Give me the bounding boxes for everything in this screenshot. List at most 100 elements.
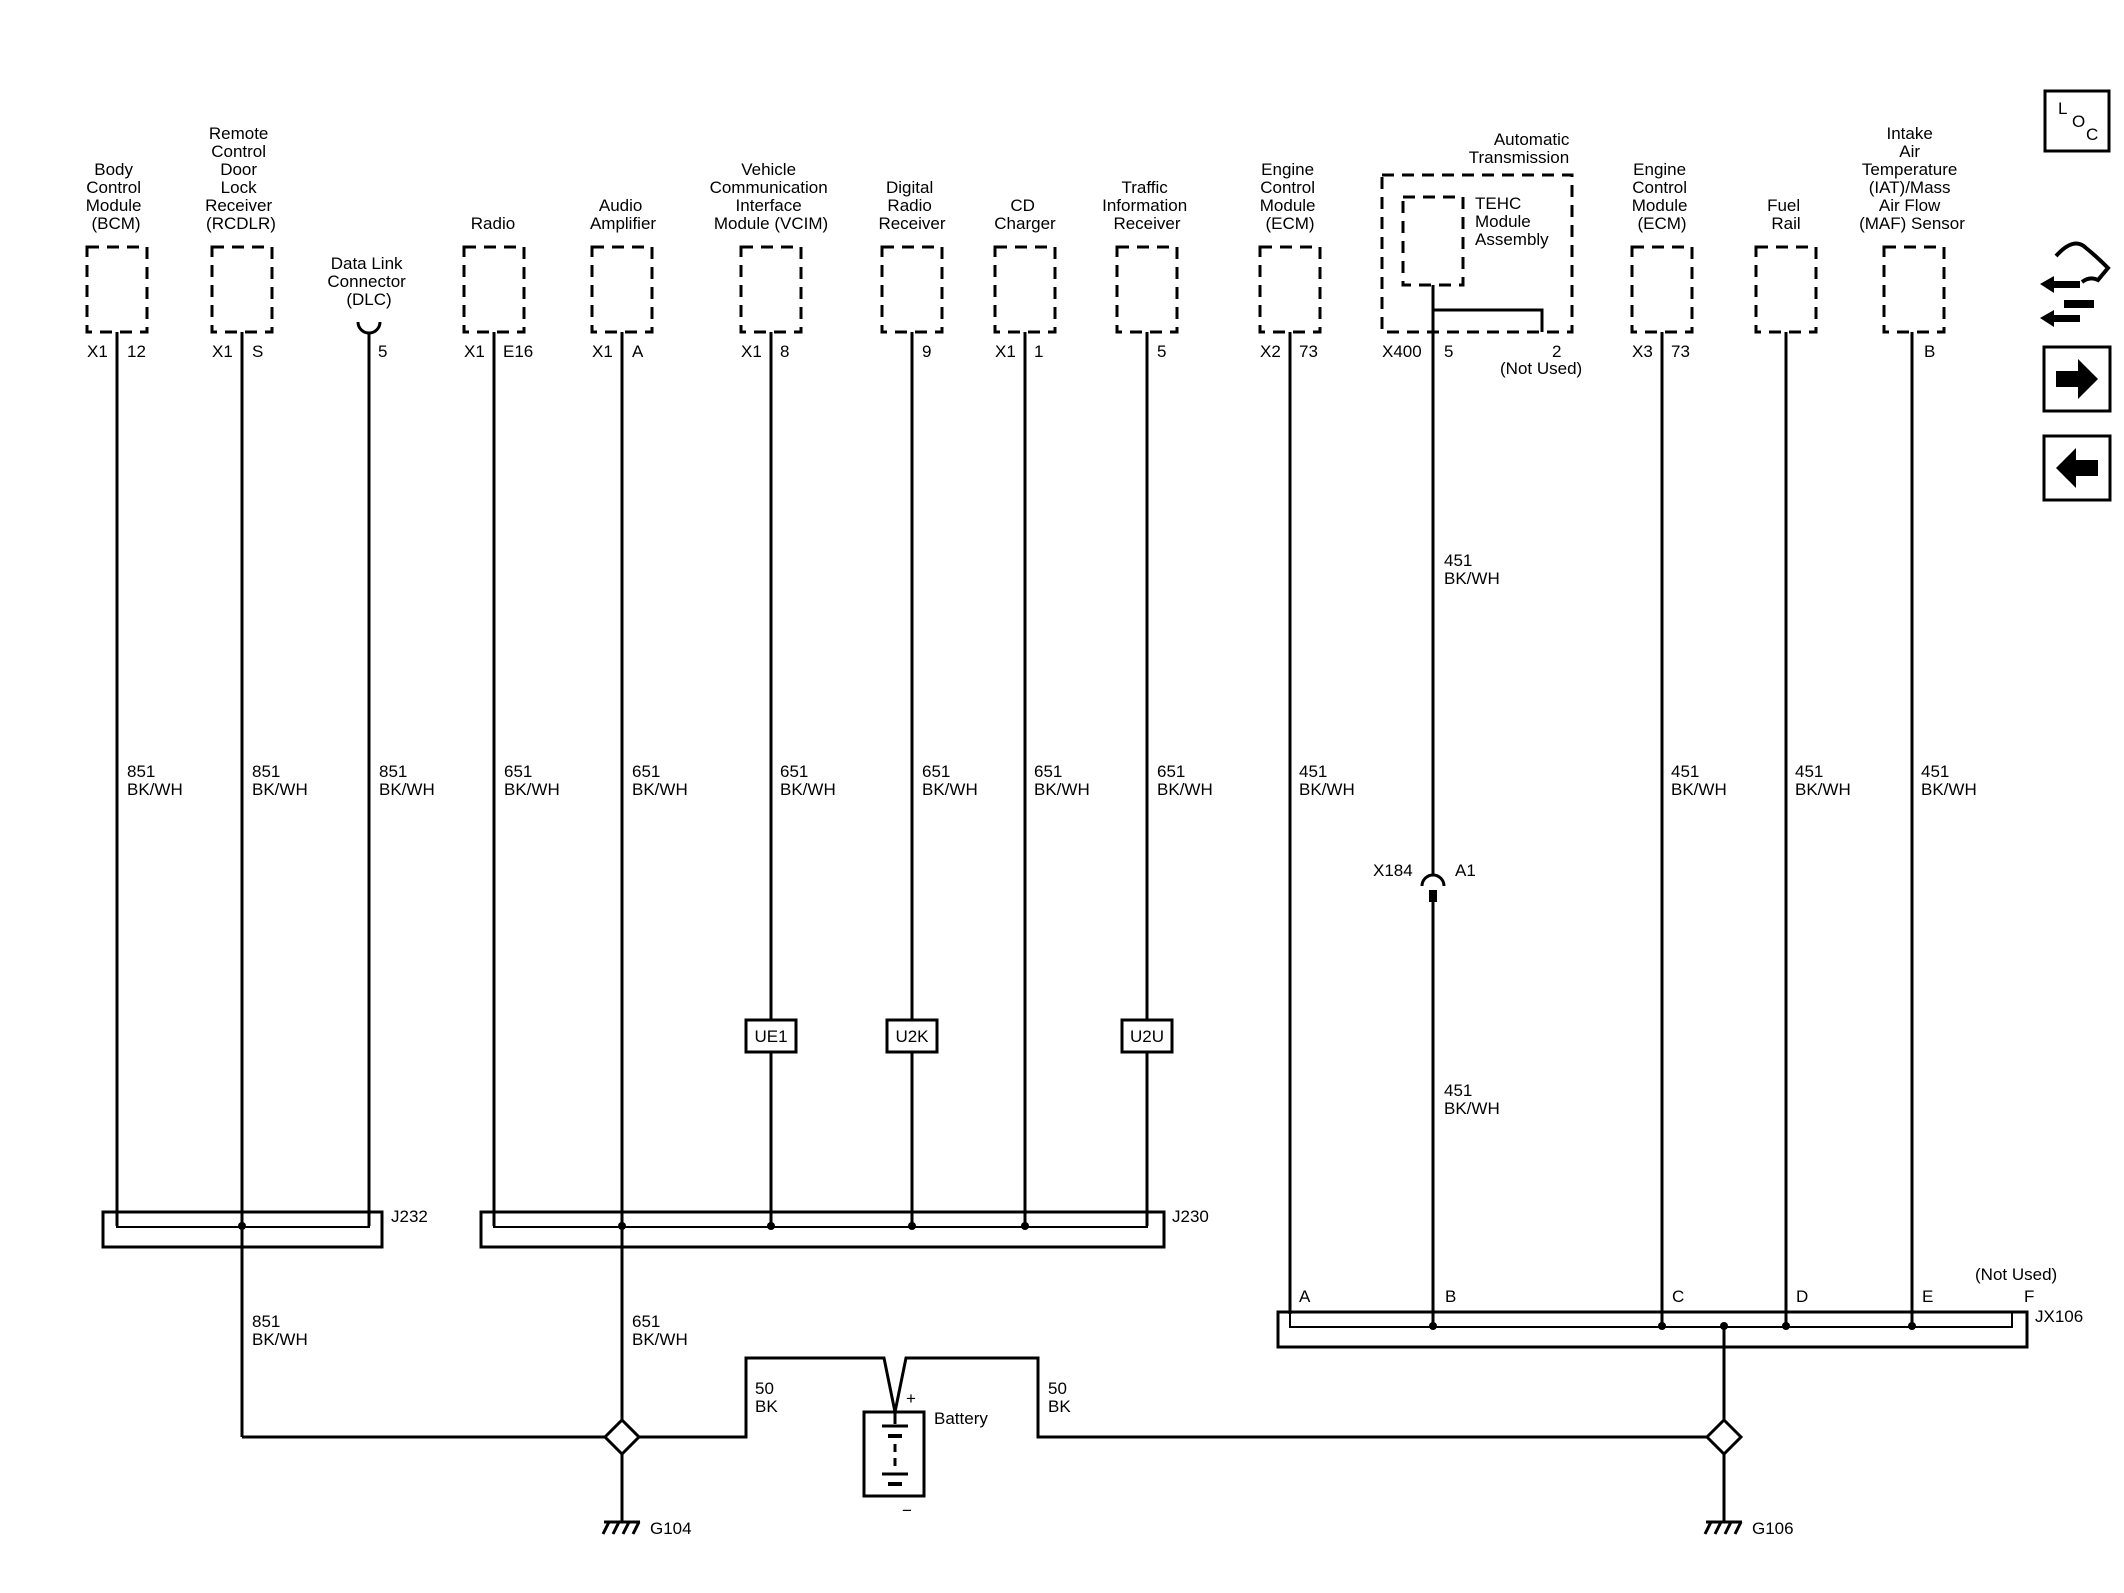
fuel-rail-box [1754, 245, 1818, 334]
svg-text:651: 651 [632, 1312, 660, 1331]
svg-text:BK/WH: BK/WH [127, 780, 183, 799]
svg-text:X1: X1 [592, 342, 613, 361]
svg-text:1: 1 [1034, 342, 1043, 361]
svg-text:73: 73 [1671, 342, 1690, 361]
cd-charger-box [993, 245, 1057, 334]
svg-text:851: 851 [252, 1312, 280, 1331]
svg-text:E: E [1922, 1287, 1933, 1306]
battery: + − Battery [862, 1389, 988, 1520]
svg-text:X3: X3 [1632, 342, 1653, 361]
ground-g104: G104 [601, 1519, 692, 1538]
traffic-receiver-label: Traffic Information Receiver [1102, 178, 1192, 233]
svg-text:S: S [252, 342, 263, 361]
transmission-box [1380, 173, 1574, 334]
maf-sensor-box [1882, 245, 1946, 334]
svg-text:X400: X400 [1382, 342, 1422, 361]
ground-g106: G106 [1703, 1519, 1794, 1538]
svg-text:9: 9 [922, 342, 931, 361]
location-button[interactable]: L O C [2043, 89, 2111, 153]
splice-pack-j230: J230 [479, 1207, 1209, 1249]
svg-text:651: 651 [632, 762, 660, 781]
option-u2k: U2K [895, 1027, 929, 1046]
svg-text:851: 851 [127, 762, 155, 781]
radio-box [462, 245, 526, 334]
svg-text:BK/WH: BK/WH [1921, 780, 1977, 799]
splice-pack-j232: J232 [101, 1207, 428, 1249]
next-arrow-button[interactable] [2042, 345, 2112, 413]
svg-text:X1: X1 [741, 342, 762, 361]
svg-text:(Not Used): (Not Used) [1975, 1265, 2057, 1284]
svg-text:E16: E16 [503, 342, 533, 361]
svg-text:8: 8 [780, 342, 789, 361]
tehc-box [1401, 195, 1465, 287]
ecm1-box [1258, 245, 1322, 334]
svg-text:73: 73 [1299, 342, 1318, 361]
svg-text:12: 12 [127, 342, 146, 361]
component-locator-icon[interactable] [2040, 241, 2111, 328]
pin-labels: X1 12 X1 S 5 X1 E16 X1 A X1 8 9 X1 1 5 X… [87, 342, 1935, 378]
digital-radio-box [880, 245, 944, 334]
fuel-rail-label: Fuel Rail [1767, 196, 1805, 233]
svg-text:D: D [1796, 1287, 1808, 1306]
svg-text:BK: BK [755, 1397, 778, 1416]
svg-text:451: 451 [1795, 762, 1823, 781]
svg-text:BK/WH: BK/WH [252, 780, 308, 799]
svg-text:Battery: Battery [934, 1409, 988, 1428]
svg-text:BK/WH: BK/WH [379, 780, 435, 799]
svg-text:BK/WH: BK/WH [632, 1330, 688, 1349]
ecm2-label: Engine Control Module (ECM) [1632, 160, 1693, 233]
svg-text:BK/WH: BK/WH [780, 780, 836, 799]
svg-text:50: 50 [1048, 1379, 1067, 1398]
svg-text:BK/WH: BK/WH [632, 780, 688, 799]
option-boxes: UE1 U2K U2U [744, 1018, 1174, 1054]
svg-text:BK: BK [1048, 1397, 1071, 1416]
svg-text:451: 451 [1299, 762, 1327, 781]
svg-text:BK/WH: BK/WH [1795, 780, 1851, 799]
svg-text:F: F [2024, 1287, 2034, 1306]
svg-text:451: 451 [1671, 762, 1699, 781]
maf-sensor-label: Intake Air Temperature (IAT)/Mass Air Fl… [1859, 124, 1965, 233]
next-arrow-icon [2056, 359, 2098, 399]
ground-splice-g106 [1704, 1417, 1744, 1457]
svg-text:X1: X1 [87, 342, 108, 361]
svg-text:5: 5 [378, 342, 387, 361]
svg-text:J230: J230 [1172, 1207, 1209, 1226]
wires [115, 285, 1914, 1522]
automatic-transmission-label: Automatic Transmission [1469, 130, 1574, 167]
svg-text:BK/WH: BK/WH [1444, 569, 1500, 588]
svg-text:BK/WH: BK/WH [1671, 780, 1727, 799]
svg-text:(Not Used): (Not Used) [1500, 359, 1582, 378]
splice-pack-jx106: JX106 (Not Used) A B C D E F [1276, 1265, 2083, 1349]
svg-text:C: C [2086, 125, 2098, 144]
svg-text:5: 5 [1157, 342, 1166, 361]
previous-arrow-button[interactable] [2042, 434, 2112, 502]
rcdlr-label: Remote Control Door Lock Receiver (RCDLR… [205, 124, 277, 233]
svg-text:BK/WH: BK/WH [922, 780, 978, 799]
svg-text:X2: X2 [1260, 342, 1281, 361]
svg-text:651: 651 [1157, 762, 1185, 781]
vcim-label: Vehicle Communication Interface Module (… [710, 160, 833, 233]
svg-text:451: 451 [1921, 762, 1949, 781]
svg-text:BK/WH: BK/WH [1034, 780, 1090, 799]
option-u2u: U2U [1130, 1027, 1164, 1046]
svg-text:B: B [1924, 342, 1935, 361]
svg-text:851: 851 [379, 762, 407, 781]
radio-label: Radio [471, 214, 515, 233]
splice-dots [238, 1222, 1916, 1330]
svg-text:651: 651 [922, 762, 950, 781]
svg-text:BK/WH: BK/WH [1299, 780, 1355, 799]
svg-text:G104: G104 [650, 1519, 692, 1538]
amp-box [590, 245, 654, 334]
previous-arrow-icon [2056, 448, 2098, 488]
dlc-label: Data Link Connector (DLC) [327, 254, 410, 309]
ecm1-label: Engine Control Module (ECM) [1260, 160, 1321, 233]
inline-connector-x184: X184 A1 [1373, 861, 1476, 902]
svg-text:BK/WH: BK/WH [252, 1330, 308, 1349]
svg-text:X1: X1 [995, 342, 1016, 361]
svg-text:451: 451 [1444, 1081, 1472, 1100]
amp-label: Audio Amplifier [590, 196, 656, 233]
vcim-box [739, 245, 803, 334]
tehc-label: TEHC Module Assembly [1475, 194, 1549, 249]
ecm2-box [1630, 245, 1694, 334]
